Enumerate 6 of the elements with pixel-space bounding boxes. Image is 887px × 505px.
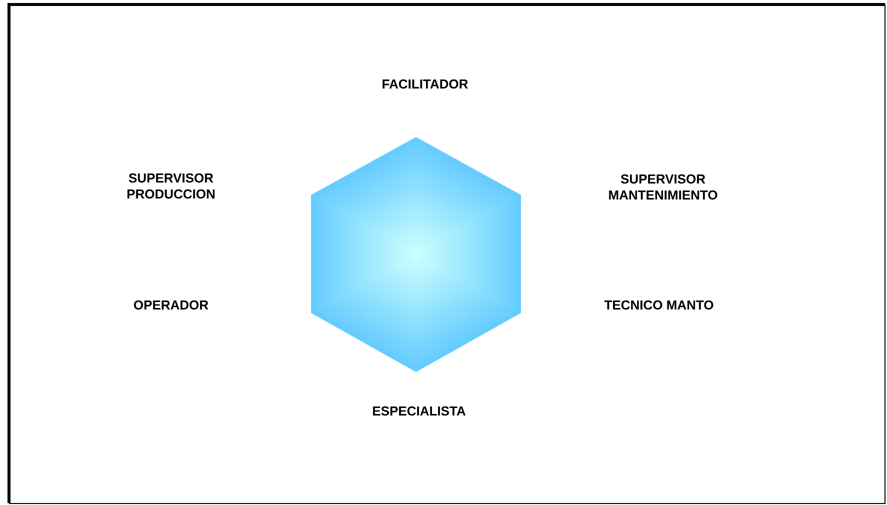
role-label: OPERADOR [134, 300, 208, 310]
role-label: FACILITADOR [382, 79, 468, 89]
role-label: ESPECIALISTA [373, 406, 466, 416]
role-label: TECNICO MANTO [604, 300, 714, 310]
role-label: SUPERVISOR PRODUCCION [127, 173, 215, 199]
role-label: SUPERVISOR MANTENIMIENTO [609, 174, 718, 200]
